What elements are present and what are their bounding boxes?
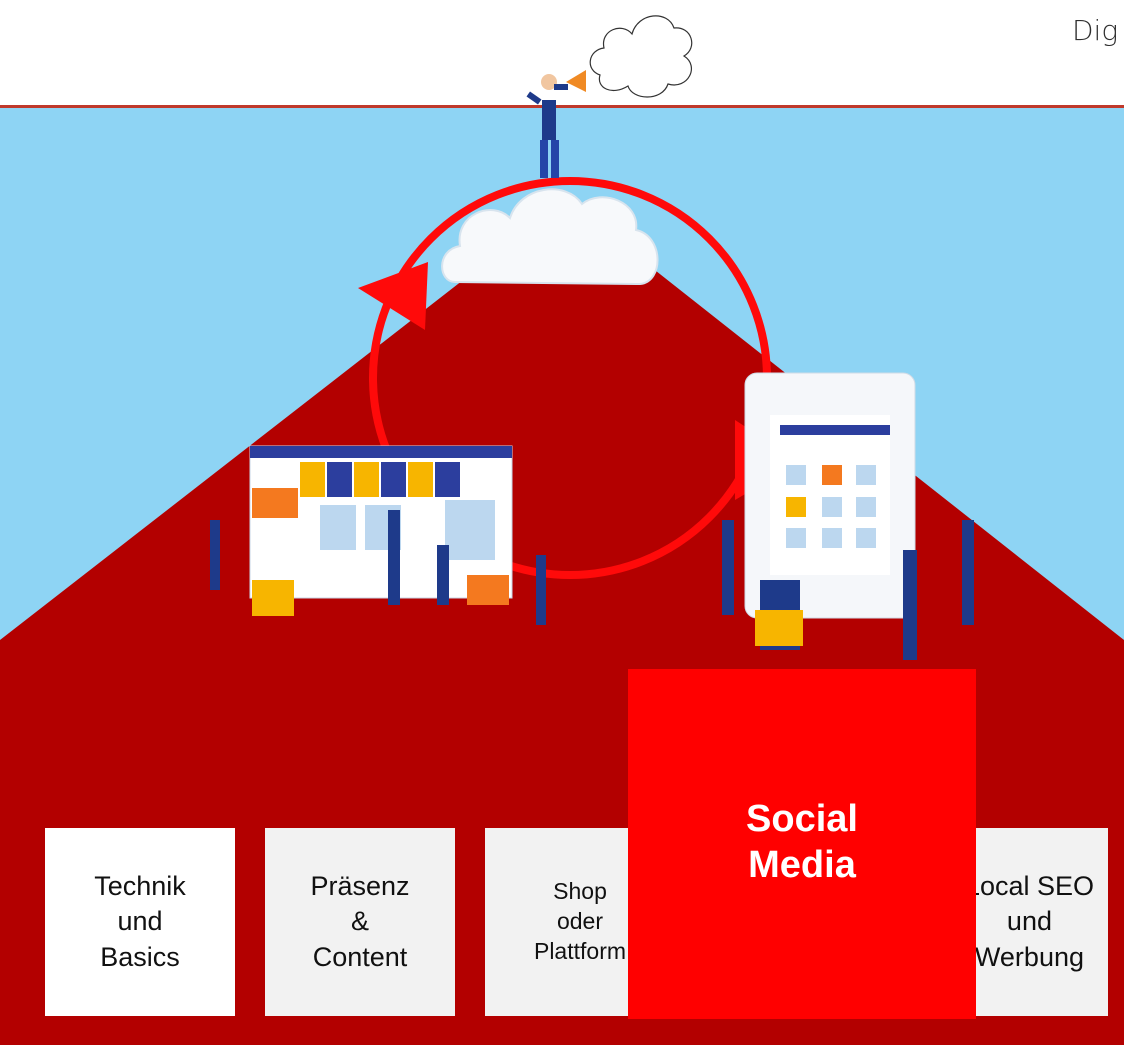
category-box-praesenz: Präsenz & Content — [265, 828, 455, 1016]
webshop-illustration-icon — [210, 445, 546, 625]
cloud-icon — [441, 188, 659, 286]
header-title: Dig — [1072, 14, 1119, 47]
category-label-seo: Local SEO und Werbung — [964, 871, 1094, 972]
tablet-illustration-icon — [722, 372, 974, 660]
thought-cloud-icon — [589, 15, 693, 98]
category-box-social-media: Social Media — [628, 669, 976, 1019]
category-label-technik: Technik und Basics — [94, 871, 186, 972]
header-divider — [0, 105, 1124, 108]
category-box-technik: Technik und Basics — [45, 828, 235, 1016]
category-label-praesenz: Präsenz & Content — [310, 871, 410, 972]
megaphone-person-icon — [526, 70, 586, 178]
category-label-shop: Shop oder Plattform — [533, 878, 627, 964]
category-label-social-media: Social Media — [746, 798, 858, 886]
